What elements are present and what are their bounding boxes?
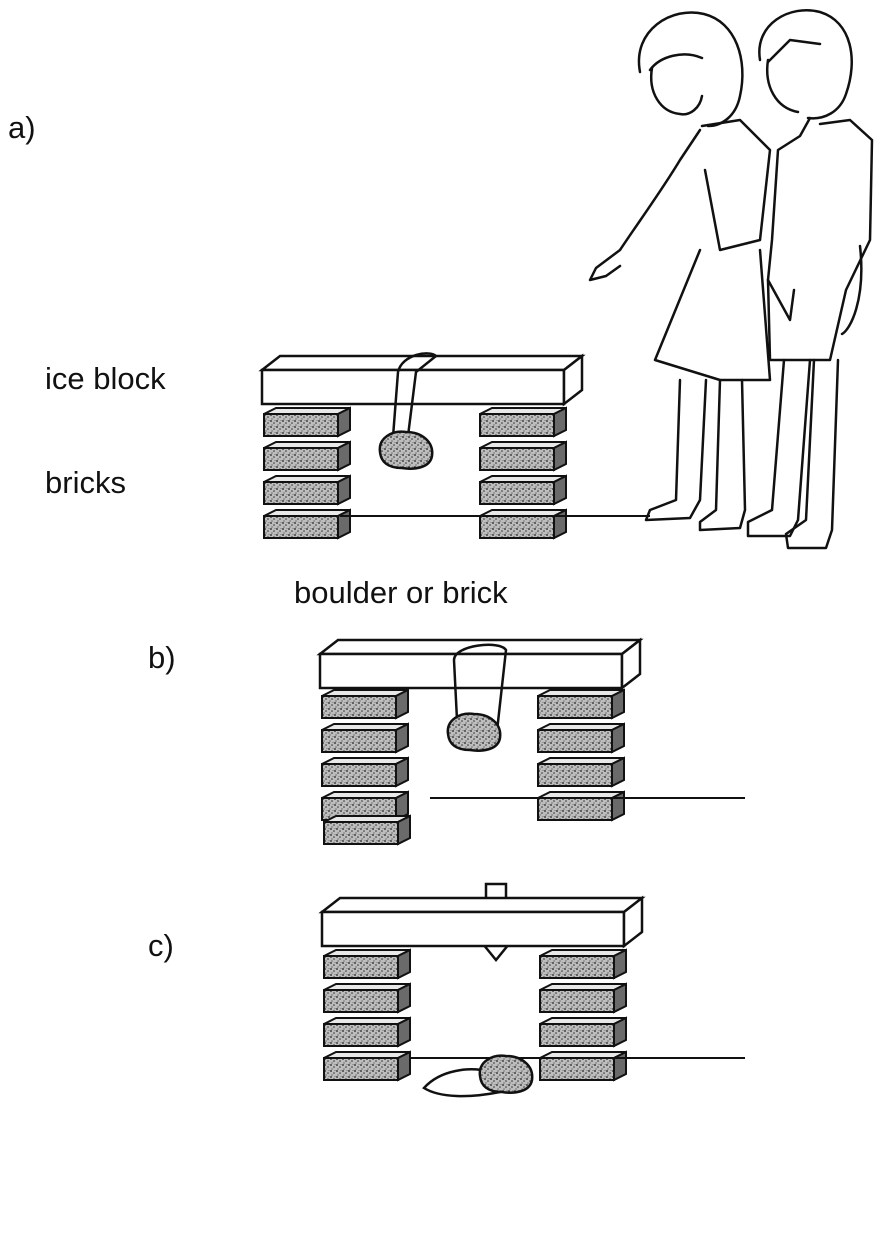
- bricks-label: bricks: [45, 465, 126, 500]
- panel-a-label: a): [8, 110, 36, 145]
- ice-block: [318, 895, 646, 949]
- panel-c-result: [318, 895, 745, 1098]
- ice-block: [316, 637, 644, 691]
- wire-loop: [390, 352, 438, 453]
- ice-block-label: ice block: [45, 361, 166, 396]
- fallen-boulder: [478, 1054, 534, 1094]
- brick-column-left: [323, 815, 411, 845]
- children-observers: [588, 9, 874, 550]
- brick-column-left: [321, 689, 409, 821]
- panel-a-setup: [258, 352, 650, 539]
- panel-c-setup: [323, 815, 411, 845]
- ice-block: [258, 353, 586, 407]
- brick-column-right: [539, 949, 627, 1081]
- brick-column-left: [323, 949, 411, 1081]
- wire-loop: [452, 643, 508, 741]
- panel-b-setup: [316, 637, 745, 821]
- hanging-boulder: [378, 430, 434, 470]
- boy-figure: [746, 9, 874, 550]
- brick-column-left: [263, 407, 351, 539]
- girl-figure: [588, 11, 772, 532]
- hanging-boulder: [446, 712, 502, 752]
- panel-b-label: b): [148, 640, 176, 675]
- boulder-label: boulder or brick: [294, 575, 508, 610]
- brick-column-right: [479, 407, 567, 539]
- panel-c-label: c): [148, 928, 174, 963]
- brick-column-right: [537, 689, 625, 821]
